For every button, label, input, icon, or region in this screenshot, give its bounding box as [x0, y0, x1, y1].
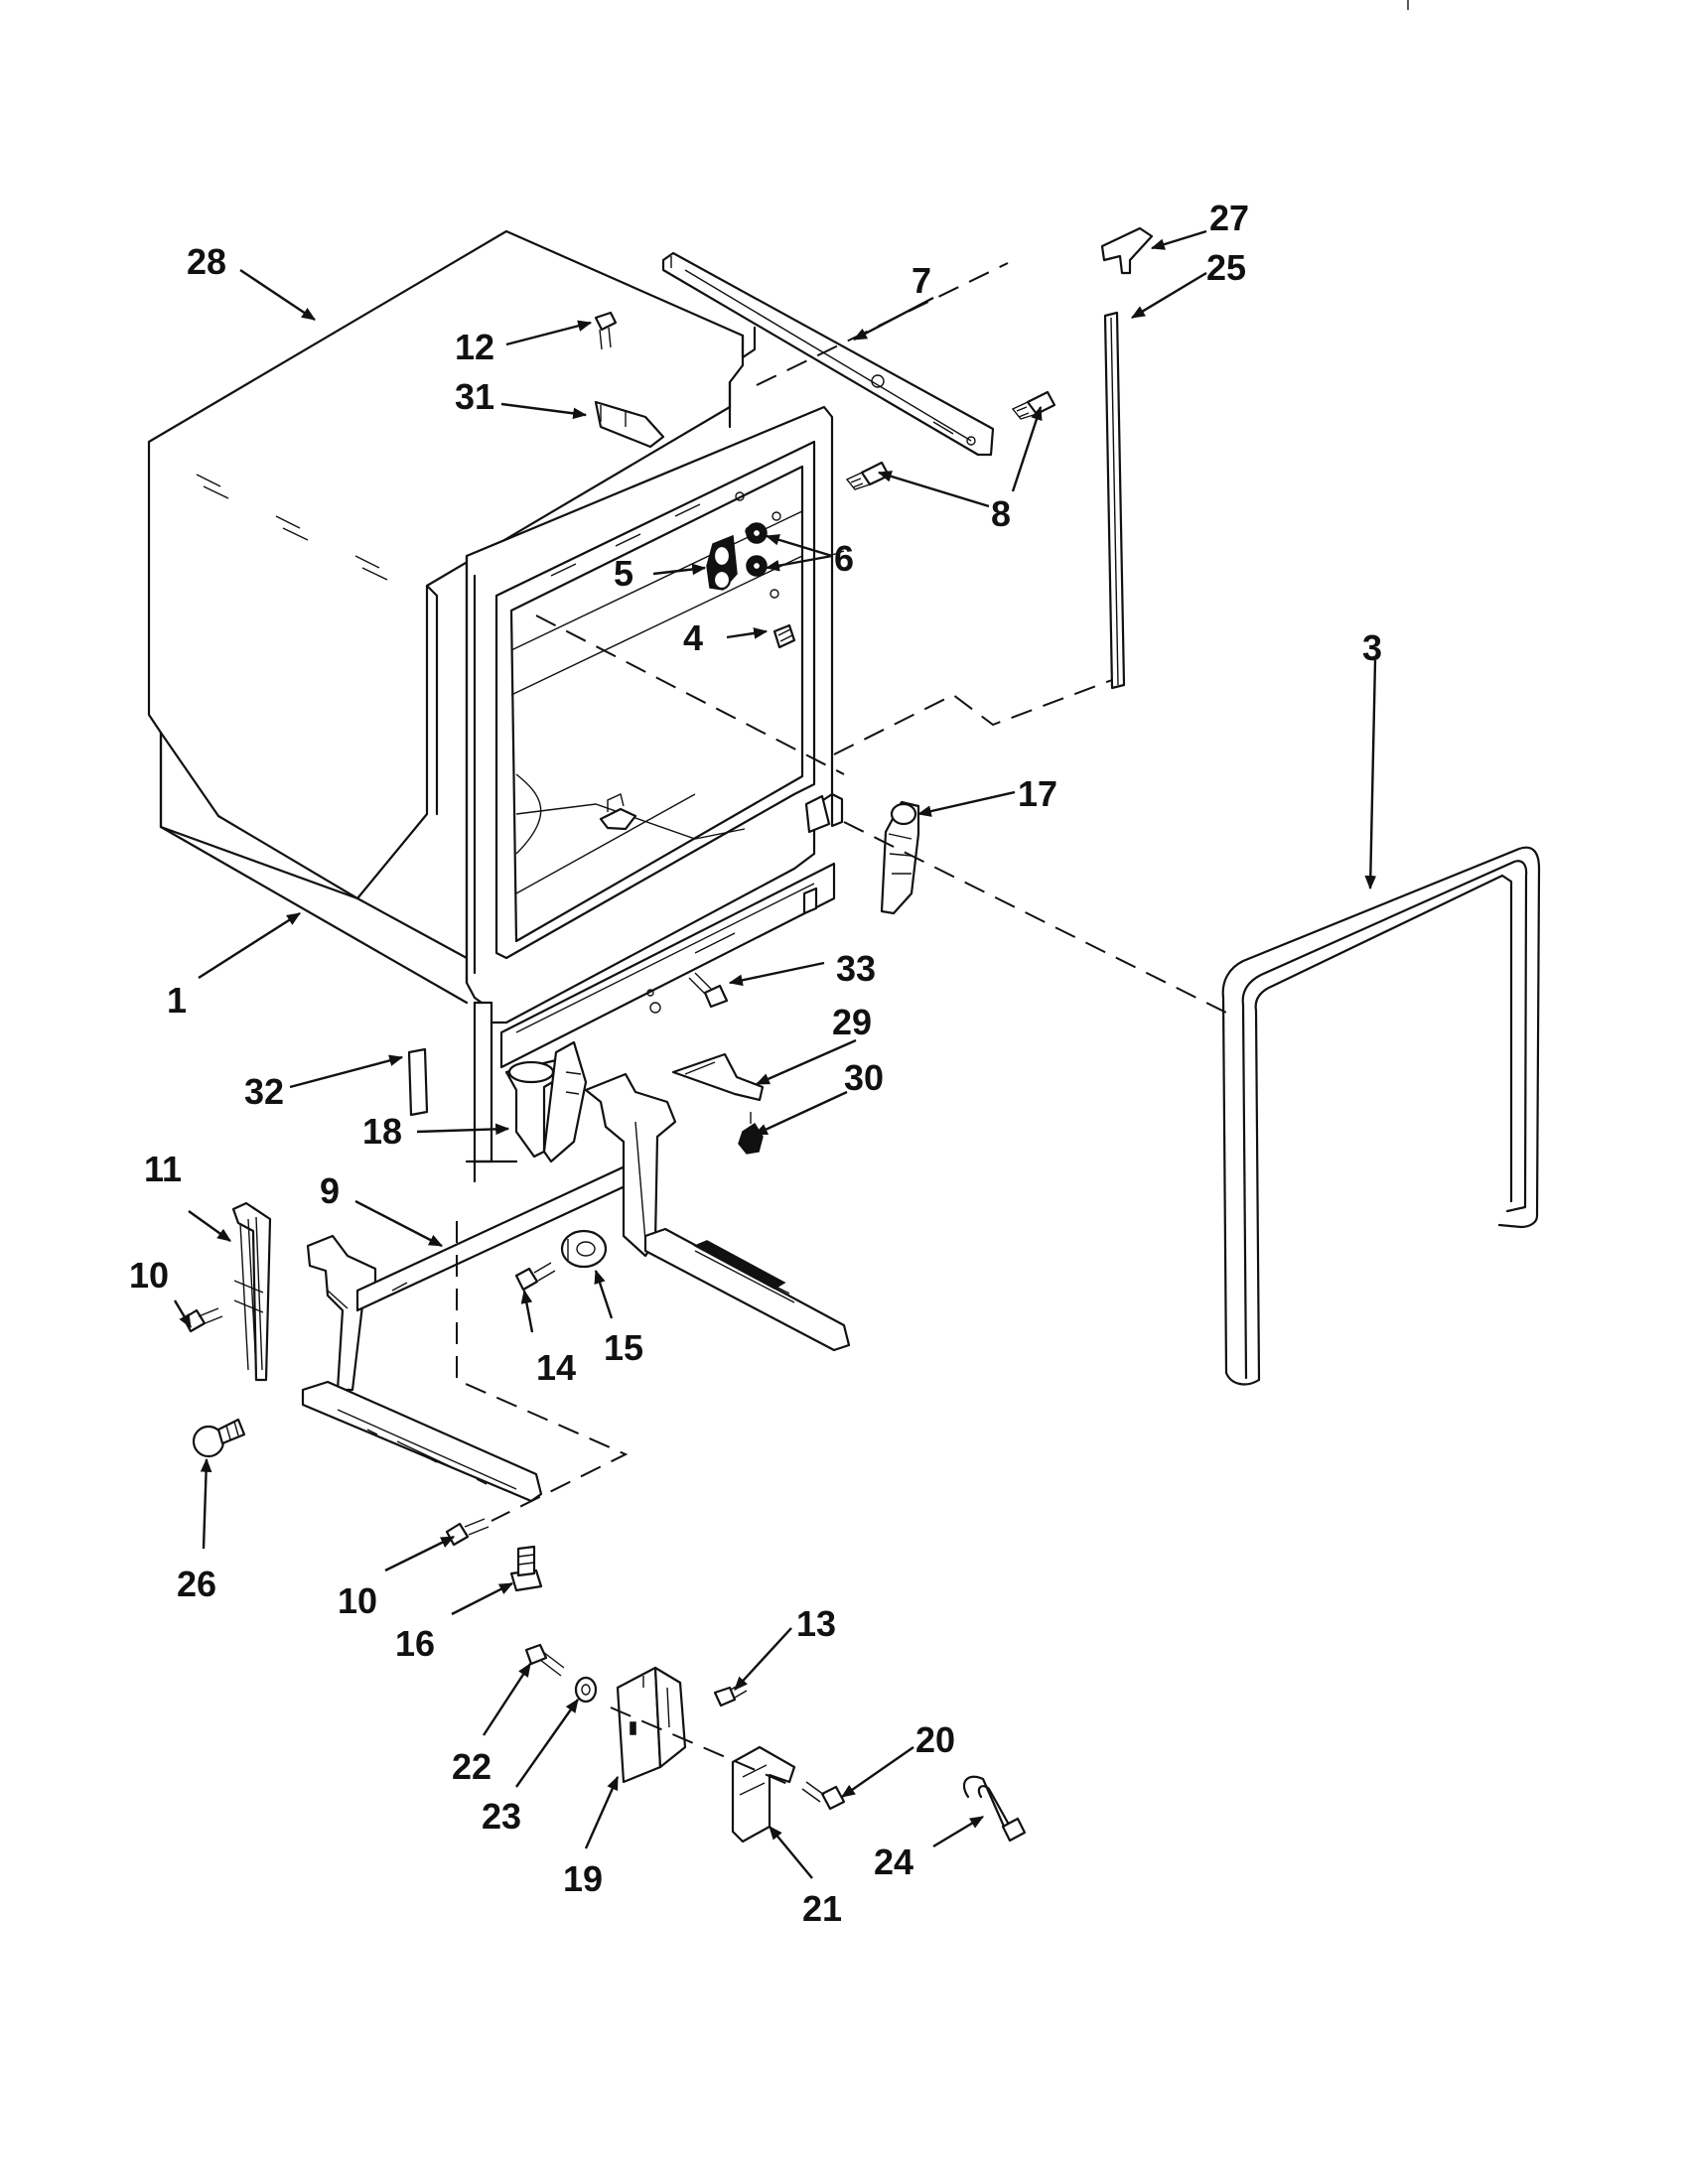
callout-4: 4: [683, 617, 703, 658]
callout-5: 5: [614, 553, 633, 594]
part-24-clip: [962, 1775, 1027, 1843]
part-21-bracket: [731, 1745, 796, 1843]
callout-31: 31: [455, 376, 494, 417]
part-23-washer: [574, 1676, 598, 1704]
part-17-bracket: [880, 800, 920, 915]
part-6-grommets: [746, 522, 768, 577]
callout-13: 13: [796, 1603, 836, 1644]
part-11-bracket: [231, 1201, 272, 1382]
part-31-clip: [594, 400, 665, 449]
callout-26: 26: [177, 1564, 216, 1604]
callout-27: 27: [1209, 198, 1249, 238]
part-33-screw: [688, 972, 729, 1009]
part-19-bracket: [616, 1666, 687, 1784]
leader-lines: [173, 229, 1377, 1879]
callout-25: 25: [1206, 247, 1246, 288]
callout-21: 21: [802, 1888, 842, 1929]
callout-15: 15: [604, 1327, 643, 1368]
part-7-top-rail: [661, 251, 995, 457]
part-3-door-gasket: [1221, 846, 1541, 1386]
part-12-screw: [594, 311, 618, 350]
callout-11: 11: [144, 1149, 182, 1189]
callout-33: 33: [836, 948, 876, 989]
part-27-cap: [1100, 226, 1154, 275]
callout-23: 23: [482, 1796, 521, 1837]
part-25-side-trim: [1103, 311, 1126, 690]
callout-20: 20: [915, 1719, 955, 1760]
part-10-screw-lower: [445, 1518, 490, 1547]
part-13-screw: [713, 1682, 748, 1707]
part-20-screw: [801, 1781, 846, 1811]
callout-24: 24: [874, 1842, 913, 1882]
callout-16: 16: [395, 1623, 435, 1664]
part-32-strip: [407, 1047, 429, 1117]
part-22-screw: [524, 1643, 565, 1677]
part-26-leveling-leg: [192, 1418, 246, 1458]
tub-assembly: [147, 229, 757, 1005]
part-5-shape: [706, 534, 738, 591]
callout-14: 14: [536, 1347, 576, 1388]
frame-mounting-holes: [646, 491, 781, 1014]
callout-18: 18: [362, 1111, 402, 1152]
callout-30: 30: [844, 1057, 884, 1098]
callout-3: 3: [1362, 627, 1382, 668]
part-9-base-frame: [301, 1072, 851, 1503]
callout-12: 12: [455, 327, 494, 367]
callout-7: 7: [912, 260, 931, 301]
part-14-screw: [514, 1262, 556, 1292]
callout-labels: 1 3 4 5 6 7 8 9 10 10 11 12 13 14 15 16 …: [129, 198, 1382, 1929]
part-4-plug: [772, 623, 796, 649]
callout-10-lower: 10: [338, 1580, 377, 1621]
part-29-bracket: [671, 1052, 765, 1102]
part-10-screw-upper: [182, 1307, 223, 1333]
callout-28: 28: [187, 241, 226, 282]
callout-32: 32: [244, 1071, 284, 1112]
callout-8: 8: [991, 493, 1011, 534]
part-16-foot: [509, 1545, 543, 1592]
callout-6: 6: [834, 538, 854, 579]
callout-10-upper: 10: [129, 1255, 169, 1296]
callout-19: 19: [563, 1858, 603, 1899]
callout-1: 1: [167, 980, 187, 1021]
callout-17: 17: [1018, 773, 1057, 814]
part-18-hinge: [504, 1040, 588, 1163]
part-15-wheel: [560, 1229, 608, 1269]
callout-9: 9: [320, 1170, 340, 1211]
callout-29: 29: [832, 1002, 872, 1042]
callout-22: 22: [452, 1746, 491, 1787]
